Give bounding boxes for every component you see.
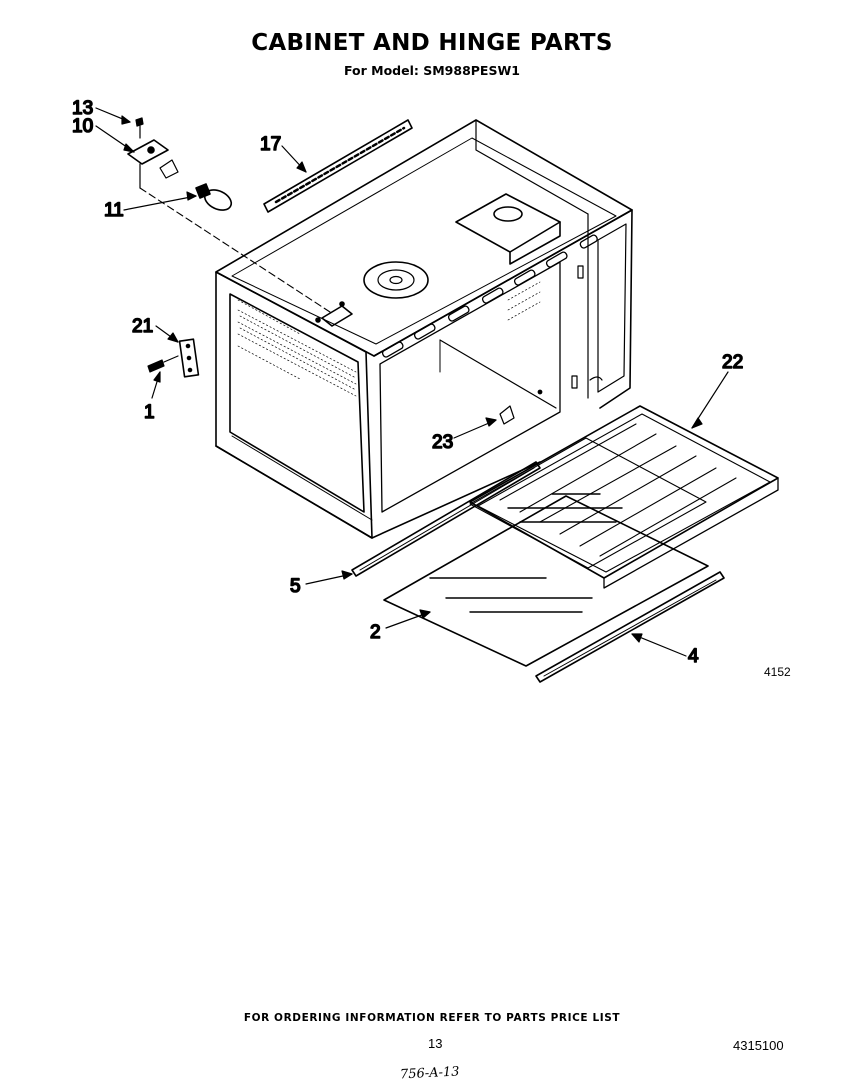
- part-13-screw: [135, 117, 144, 139]
- cabinet-right-rear: [475, 119, 589, 215]
- part-21-hinge-block: [178, 338, 200, 378]
- callout-21: 21: [132, 316, 153, 337]
- page-number: 13: [428, 1036, 443, 1051]
- part-5-hinge-rod: [351, 461, 541, 577]
- turntable-motor-disk: [363, 261, 429, 299]
- part-22-rack: [469, 405, 779, 589]
- cabinet-body: [215, 119, 633, 539]
- callout-4: 4: [688, 646, 699, 667]
- lamp-opening: [321, 305, 353, 327]
- callout-17: 17: [260, 134, 281, 155]
- document-number: 4315100: [733, 1038, 784, 1053]
- part-10-lamp-socket: [127, 139, 179, 189]
- callout-2: 2: [370, 622, 381, 643]
- handwritten-note: 756-A-13: [399, 1064, 460, 1083]
- callout-1: 1: [144, 402, 155, 423]
- cabinet-base-edge: [215, 445, 541, 539]
- ordering-note: FOR ORDERING INFORMATION REFER TO PARTS …: [243, 1012, 621, 1024]
- callout-11: 11: [104, 200, 124, 221]
- callout-leaders: [95, 107, 729, 657]
- callout-5: 5: [290, 576, 301, 597]
- part-11-lamp-bulb: [195, 183, 233, 211]
- callout-13: 13: [72, 98, 93, 119]
- part-4-door-strip: [535, 571, 725, 683]
- fan-motor-housing: [455, 193, 561, 253]
- part-23-switch-actuator: [499, 389, 543, 425]
- figure-number: 4152: [764, 665, 791, 679]
- callout-22: 22: [722, 352, 743, 373]
- part-1-screw: [147, 355, 179, 373]
- lamp-assembly-guide-line: [139, 187, 331, 313]
- page-title: CABINET AND HINGE PARTS: [251, 30, 613, 56]
- part-2-door-panel: [383, 437, 709, 667]
- cavity-opening: [379, 261, 561, 513]
- part-17-vent-strip: [263, 119, 413, 213]
- cabinet-left-panel-inner: [229, 293, 365, 513]
- rail-slots: [381, 234, 598, 358]
- callout-23: 23: [432, 432, 453, 453]
- callout-10: 10: [72, 116, 93, 137]
- cabinet-front-edge: [373, 209, 633, 409]
- model-subtitle: For Model: SM988PESW1: [344, 63, 520, 78]
- cabinet-top-inner: [231, 137, 617, 345]
